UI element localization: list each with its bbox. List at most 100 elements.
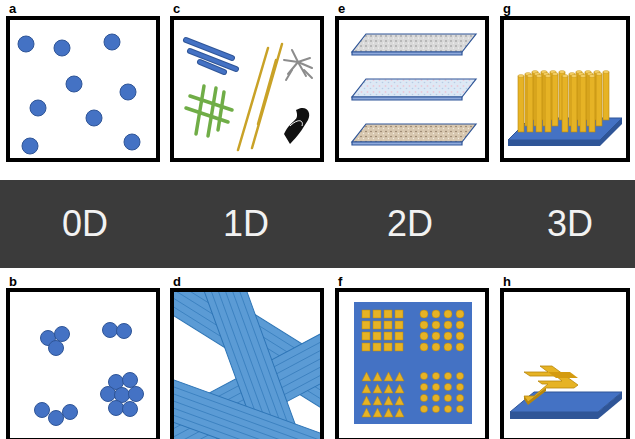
pillar	[536, 76, 542, 132]
particle	[104, 34, 120, 50]
pillar-top	[536, 75, 542, 78]
dot-feature	[456, 372, 463, 379]
triangle-feature	[395, 384, 404, 393]
dimension-label: 2D	[387, 206, 433, 242]
dot-feature	[444, 332, 452, 340]
dot-feature	[432, 383, 439, 390]
dimension-band	[0, 180, 635, 268]
particle	[101, 387, 116, 402]
strip	[174, 362, 320, 439]
dot-feature	[444, 343, 452, 351]
dot-feature	[420, 321, 428, 329]
strip-line	[174, 368, 320, 439]
particle	[49, 341, 64, 356]
pillar-top	[518, 75, 524, 78]
square-feature	[384, 310, 392, 318]
pillar-top	[527, 75, 533, 78]
particle	[103, 323, 118, 338]
square-feature	[384, 332, 392, 340]
particle	[66, 76, 82, 92]
particle	[18, 36, 34, 52]
dimension-band: 0D1D2D3D	[0, 180, 635, 268]
pillar	[580, 76, 586, 132]
dot-feature	[456, 383, 463, 390]
panel-letter: b	[9, 275, 17, 288]
pillar	[589, 76, 595, 132]
pillar	[552, 74, 558, 126]
particle	[117, 324, 132, 339]
pillar-top	[589, 75, 595, 78]
panel-letter: c	[173, 2, 180, 15]
square-feature	[373, 321, 381, 329]
square-feature	[395, 343, 403, 351]
particle	[129, 387, 144, 402]
triangle-feature	[362, 396, 371, 405]
particle	[123, 402, 138, 417]
particle	[109, 401, 124, 416]
dot-feature	[432, 310, 440, 318]
square-feature	[373, 343, 381, 351]
pillar	[596, 74, 602, 126]
pillar-array	[518, 71, 609, 132]
particle	[54, 40, 70, 56]
patterned-arrays	[362, 310, 464, 417]
square-feature	[395, 310, 403, 318]
dot-feature	[420, 372, 427, 379]
pillar	[603, 72, 609, 120]
triangle-feature	[373, 384, 382, 393]
dot-feature	[444, 405, 451, 412]
dot-feature	[456, 343, 464, 351]
dot-feature	[456, 405, 463, 412]
one-d-structures	[186, 40, 312, 150]
dot-feature	[456, 332, 464, 340]
pillar	[562, 76, 568, 132]
strip-line	[174, 374, 320, 439]
pillar-top	[545, 75, 551, 78]
panel-letter: a	[9, 2, 16, 15]
dot-feature	[432, 321, 440, 329]
panel-letter: d	[173, 275, 181, 288]
square-feature	[384, 343, 392, 351]
electrode-device	[510, 366, 622, 419]
panel-letter: e	[338, 2, 345, 15]
pillar-top	[571, 75, 577, 78]
pillar-top	[562, 75, 568, 78]
dimension-label: 0D	[62, 206, 108, 242]
strip-line	[174, 393, 320, 439]
square-feature	[362, 310, 370, 318]
dot-feature	[432, 372, 439, 379]
dot-feature	[420, 332, 428, 340]
dot-feature	[456, 321, 464, 329]
square-feature	[395, 321, 403, 329]
particle	[35, 403, 50, 418]
triangle-feature	[373, 396, 382, 405]
dot-feature	[444, 310, 452, 318]
dimension-label: 1D	[223, 206, 269, 242]
square-feature	[373, 310, 381, 318]
triangle-feature	[362, 408, 371, 417]
triangle-feature	[373, 408, 382, 417]
pillar-top	[580, 75, 586, 78]
pillar	[518, 76, 524, 132]
strip-line	[174, 387, 320, 439]
dot-feature	[432, 405, 439, 412]
triangle-feature	[384, 408, 393, 417]
particle	[123, 373, 138, 388]
dot-feature	[456, 310, 464, 318]
triangle-feature	[362, 372, 371, 381]
particle	[63, 405, 78, 420]
square-feature	[373, 332, 381, 340]
particle	[124, 134, 140, 150]
pillar-top	[552, 73, 558, 76]
dot-feature	[432, 332, 440, 340]
triangle-feature	[395, 408, 404, 417]
pillar	[571, 76, 577, 132]
strip-line	[174, 380, 320, 439]
stacked-sheets	[352, 34, 476, 145]
dot-feature	[444, 394, 451, 401]
square-feature	[384, 321, 392, 329]
pillar-top	[596, 73, 602, 76]
square-feature	[395, 332, 403, 340]
dot-feature	[432, 343, 440, 351]
dot-feature	[456, 394, 463, 401]
